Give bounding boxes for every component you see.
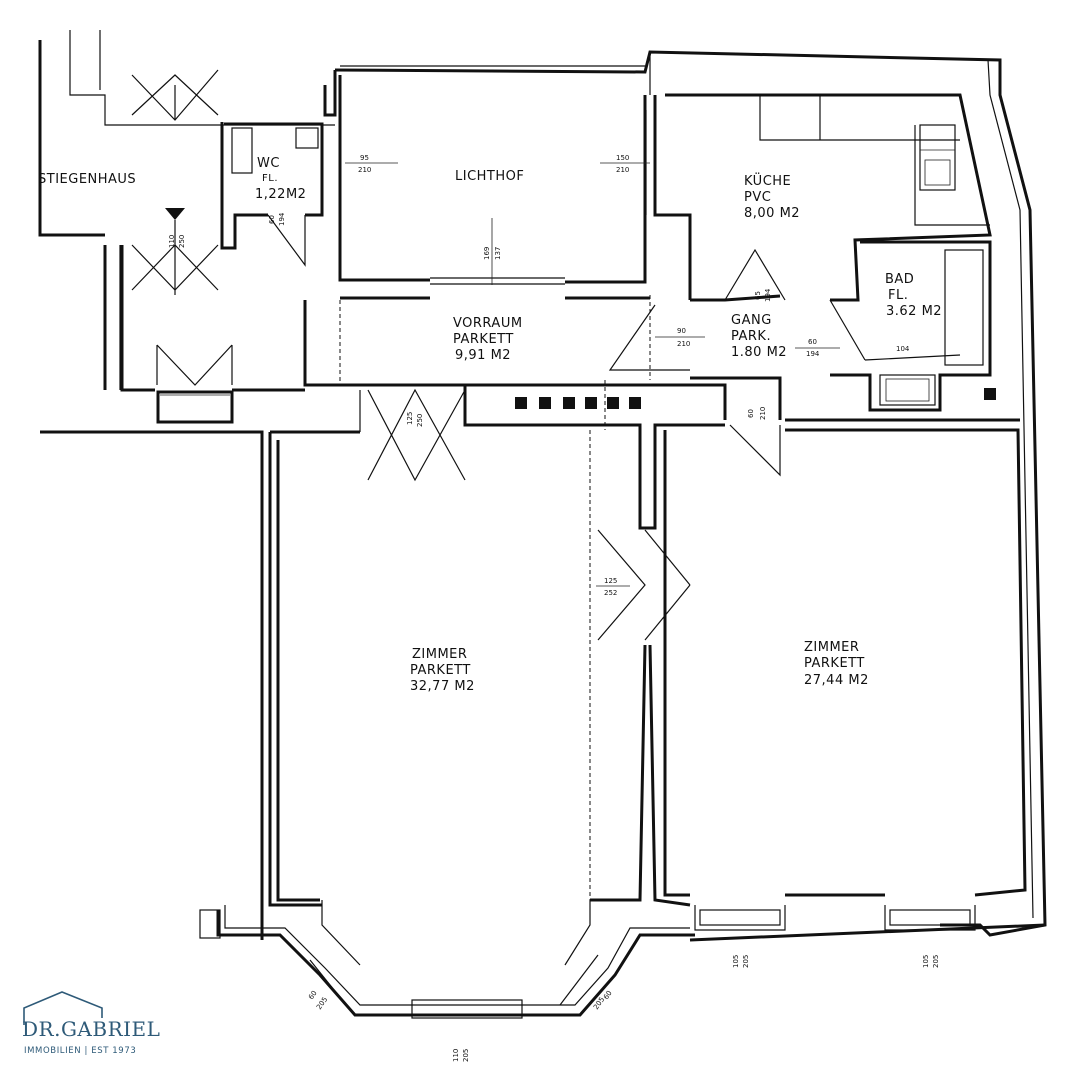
room-label-stiegenhaus: STIEGENHAUS (38, 172, 136, 187)
dim-double-door-height: 252 (604, 589, 617, 597)
dim-zimmer1-door-width: 125 (406, 412, 414, 425)
room-area-gang: 1.80 M2 (731, 345, 787, 360)
room-area-zimmer-2: 27,44 M2 (804, 673, 869, 688)
house-roof-icon (23, 991, 103, 1025)
room-area-vorraum: 9,91 M2 (455, 348, 511, 363)
dim-bad-window-width: 104 (896, 345, 910, 353)
dim-lichthof-right-height: 210 (616, 166, 629, 174)
dim-zimmer2-window-right-width: 105 (922, 955, 930, 968)
room-area-kueche: 8,00 M2 (744, 206, 800, 221)
dim-bay-left-height: 205 (315, 996, 329, 1012)
room-floor-kueche: PVC (744, 190, 771, 205)
dim-entry-door-height: 250 (178, 235, 186, 248)
entry-marker-icon (165, 208, 185, 220)
room-label-gang: GANG (731, 313, 772, 328)
dim-zimmer2-window-right-height: 205 (932, 955, 940, 968)
room-floor-vorraum: PARKETT (453, 332, 514, 347)
dim-zimmer2-window-left-width: 105 (732, 955, 740, 968)
logo-name: DR.GABRIEL (22, 1017, 160, 1041)
dim-kueche-door-height: 194 (764, 288, 772, 302)
dim-gang-door-height: 210 (677, 340, 690, 348)
dim-gang-bottom-door-height: 210 (759, 407, 767, 420)
room-floor-bad: FL. (888, 288, 908, 303)
room-floor-zimmer-2: PARKETT (804, 656, 865, 671)
dimension-notes: 95 210 150 210 169 137 60 194 110 250 65… (168, 154, 940, 1062)
dim-bay-center-height: 205 (462, 1049, 470, 1062)
dim-bad-door-width: 60 (808, 338, 817, 346)
room-label-zimmer-2: ZIMMER (804, 640, 859, 655)
dim-lichthof-left-height: 210 (358, 166, 371, 174)
dim-lichthof-right-width: 150 (616, 154, 629, 162)
dim-wc-door-width: 60 (268, 215, 276, 224)
room-area-wc: 1,22M2 (255, 187, 306, 202)
dim-lichthof-bottom-width: 169 (483, 247, 491, 260)
room-floor-wc: FL. (262, 173, 278, 184)
logo-tagline: IMMOBILIEN | EST 1973 (24, 1046, 136, 1056)
dim-kueche-door-width: 65 (754, 291, 762, 300)
room-labels: STIEGENHAUS WC FL. 1,22M2 LICHTHOF KÜCHE… (38, 156, 942, 694)
dim-gang-bottom-door-width: 60 (747, 409, 755, 418)
dim-lichthof-left-width: 95 (360, 154, 369, 162)
room-area-zimmer-1: 32,77 M2 (410, 679, 475, 694)
dim-bay-right-width: 60 (602, 989, 614, 1001)
dim-wc-door-height: 194 (278, 212, 286, 226)
room-label-vorraum: VORRAUM (453, 316, 523, 331)
walls (38, 30, 1047, 1019)
room-floor-gang: PARK. (731, 329, 771, 344)
dim-entry-door-width: 110 (168, 235, 176, 248)
room-label-wc: WC (257, 156, 280, 171)
dim-gang-door-width: 90 (677, 327, 686, 335)
door-swings (131, 69, 786, 641)
room-floor-zimmer-1: PARKETT (410, 663, 471, 678)
room-label-lichthof: LICHTHOF (455, 169, 524, 184)
room-area-bad: 3.62 M2 (886, 304, 942, 319)
brand-logo: DR.GABRIEL IMMOBILIEN | EST 1973 (22, 991, 160, 1056)
shelf-markers (515, 388, 996, 409)
dim-bay-center-width: 110 (452, 1049, 460, 1062)
dim-double-door-width: 125 (604, 577, 617, 585)
room-label-kueche: KÜCHE (744, 172, 791, 189)
dim-bay-left-width: 60 (307, 989, 319, 1001)
dim-lichthof-bottom-height: 137 (494, 247, 502, 260)
room-label-bad: BAD (885, 272, 914, 287)
room-label-zimmer-1: ZIMMER (412, 647, 467, 662)
dim-zimmer1-door-height: 250 (416, 414, 424, 427)
dim-zimmer2-window-left-height: 205 (742, 955, 750, 968)
dim-bad-door-height: 194 (806, 350, 820, 358)
